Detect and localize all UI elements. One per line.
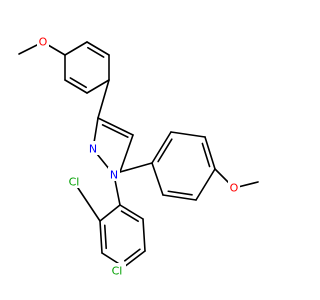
atom-cl-ortho: Cl [65,174,83,189]
bond-a6-a1 [64,41,88,56]
bond-a2-a3 [64,79,88,94]
bond-d4-d5 [123,250,146,268]
bond-a5-a6-inner [87,46,105,58]
chlorine-label-ortho: Cl [69,176,80,189]
bond-d1-d2 [99,204,121,222]
atom-labels: O O N N Cl Cl [37,34,240,278]
atom-n1: N [108,167,120,182]
bond-b1-b2 [151,131,172,164]
oxygen-label-right: O [230,182,239,195]
bond-c4-c5 [119,134,134,173]
bond-b4-b5 [195,168,216,201]
bond-d2-d3-inner [103,224,108,250]
oxygen-label-top: O [39,36,48,49]
bond-b6-b1 [151,162,164,196]
bond-b5-b6 [162,194,197,201]
chlorine-label-para: Cl [112,265,123,278]
bond-d1-d6 [119,204,144,220]
bond-a5-a6 [86,41,110,56]
bond-c3-c4-inner [101,124,129,138]
atom-n2: N [87,141,99,156]
bond-b5-b6-inner [167,190,193,196]
bond-d4-d5-inner [123,248,141,262]
nitrogen-label-n2: N [89,143,97,156]
bond-b2-b3 [170,131,206,138]
bond-d2-cl1 [73,181,101,222]
bond-d1-d6-inner [120,210,139,223]
atom-cl-para: Cl [108,263,126,278]
atom-o-top: O [37,34,49,49]
atom-o-right: O [228,180,240,195]
molecule-structure: O O N N Cl Cl [18,34,259,278]
bond-c5-b1 [119,162,153,173]
bond-b1-b2-inner [157,138,173,163]
bond-lines [18,41,259,272]
bond-b3-b4 [204,136,216,170]
bond-b3-b4-inner [201,142,211,168]
bond-c3-c4 [97,117,134,136]
bond-d2-d3 [99,220,103,254]
bond-d5-d6 [142,218,146,252]
bond-a3-a4 [86,79,110,94]
bond-a4-c3 [97,79,110,119]
bond-a2-a3-inner [69,77,87,89]
nitrogen-label-n1: N [110,169,118,182]
